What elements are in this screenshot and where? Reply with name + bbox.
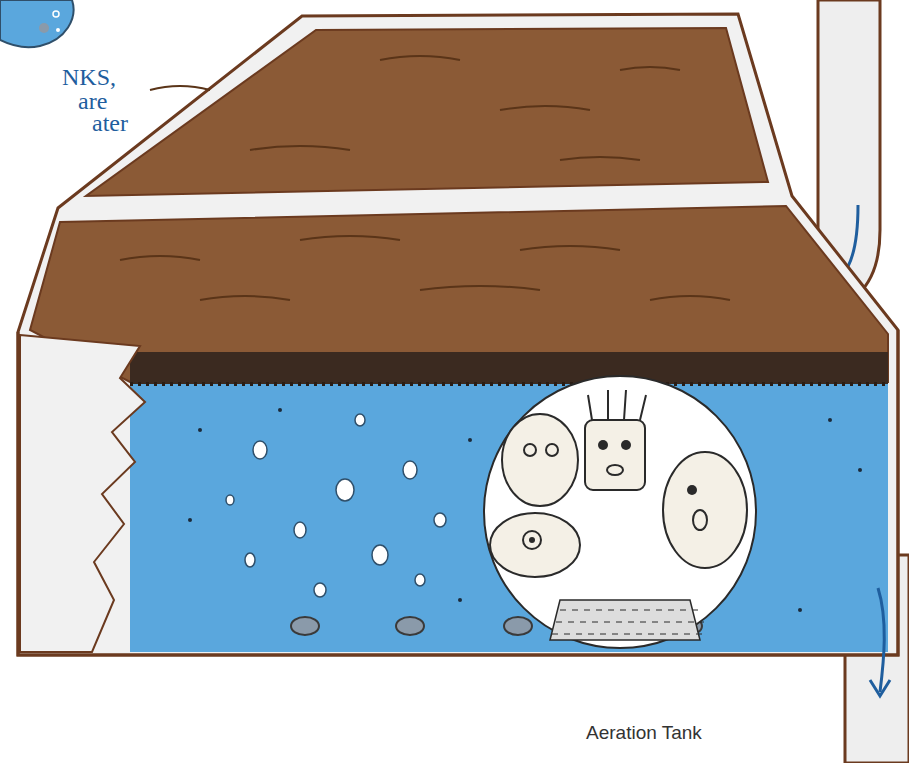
water-blob	[0, 0, 74, 47]
tank-outline	[18, 330, 898, 655]
flow-arrow-head	[870, 680, 890, 696]
sludge-texture	[120, 236, 730, 300]
part-label: Aeration Tank	[586, 722, 702, 744]
bubble	[39, 23, 49, 33]
tank-outline	[18, 14, 898, 655]
water	[130, 370, 888, 652]
bubble	[56, 28, 60, 32]
tank-wall-cut	[20, 335, 145, 652]
flow-arrow	[878, 588, 884, 692]
text-fragment: ater	[92, 110, 128, 136]
microbe-inset	[484, 376, 756, 648]
sludge-edge	[130, 382, 888, 386]
sludge-surface	[86, 28, 768, 196]
sludge-layer	[130, 352, 888, 384]
sludge-texture	[150, 56, 680, 160]
text-fragment: NKS,	[62, 64, 116, 90]
bubble	[53, 11, 59, 17]
